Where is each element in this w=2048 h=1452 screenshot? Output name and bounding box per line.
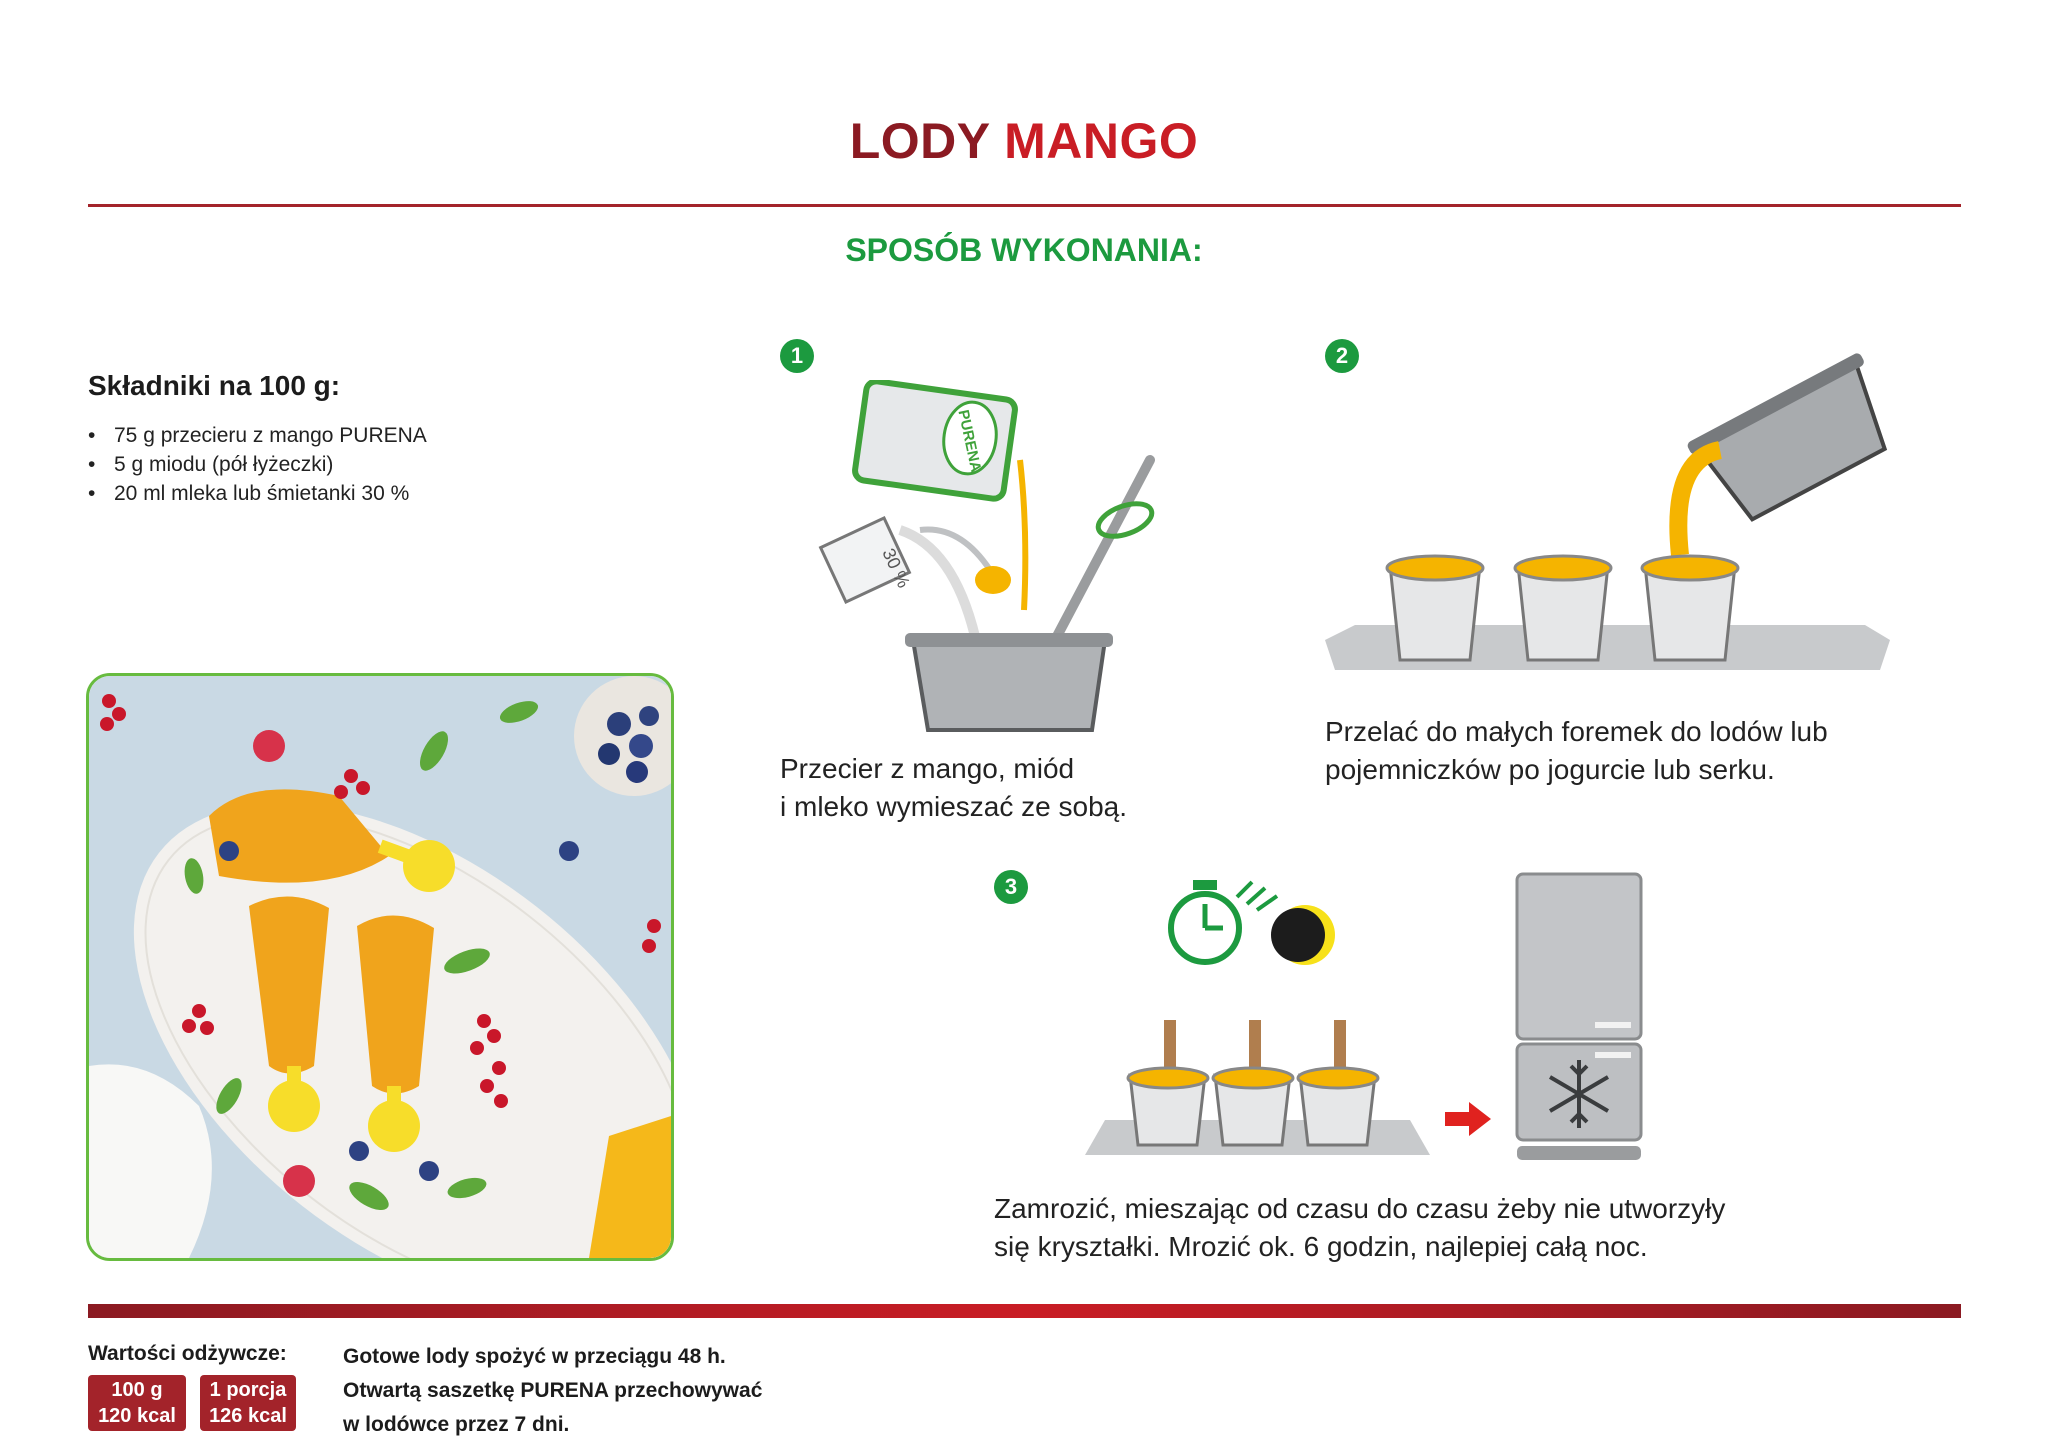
header-divider xyxy=(88,204,1961,207)
badge-bottom: 120 kcal xyxy=(98,1405,176,1427)
step-3-number: 3 xyxy=(994,870,1028,904)
photo-illustration xyxy=(89,676,671,1258)
arrow-right-icon xyxy=(1445,1102,1491,1136)
step-2-caption-line: pojemniczków po jogurcie lub serku. xyxy=(1325,754,1775,785)
badge-top: 100 g xyxy=(111,1379,163,1401)
nutrition-badge-100g: 100 g 120 kcal xyxy=(88,1375,186,1431)
step-1-mixing-illustration: PURENA 30 % xyxy=(818,380,1155,732)
stopwatch-icon xyxy=(1168,880,1242,965)
step-2-number: 2 xyxy=(1325,339,1359,373)
step-2-caption: Przelać do małych foremek do lodów lub p… xyxy=(1325,713,1828,789)
step-3-caption-line: Zamrozić, mieszając od czasu do czasu że… xyxy=(994,1193,1726,1224)
step-3-caption: Zamrozić, mieszając od czasu do czasu że… xyxy=(994,1190,1725,1266)
ingredients-list: 75 g przecieru z mango PURENA 5 g miodu … xyxy=(88,424,427,511)
ingredients-heading: Składniki na 100 g: xyxy=(88,370,341,401)
storage-note: Gotowe lody spożyć w przeciągu 48 h. Otw… xyxy=(343,1340,793,1442)
storage-line: Otwartą saszetkę PURENA przechowywać xyxy=(343,1379,763,1402)
step-1-caption-line: Przecier z mango, miód xyxy=(780,753,1075,784)
footer-divider xyxy=(88,1304,1961,1318)
snowflake-icon xyxy=(1548,1060,1610,1128)
step-1-caption-line: i mleko wymieszać ze sobą. xyxy=(780,791,1128,822)
nutrition-badge-portion: 1 porcja 126 kcal xyxy=(200,1375,296,1431)
ingredient-item: 20 ml mleka lub śmietanki 30 % xyxy=(88,482,427,511)
storage-line: Gotowe lody spożyć w przeciągu 48 h. xyxy=(343,1345,726,1368)
moon-night-icon xyxy=(1271,905,1335,965)
title-part-mango: MANGO xyxy=(1004,113,1199,169)
freezer-icon xyxy=(1515,872,1643,1160)
step-2-caption-line: Przelać do małych foremek do lodów lub xyxy=(1325,716,1828,747)
ingredient-item: 5 g miodu (pół łyżeczki) xyxy=(88,453,427,482)
step-1-number: 1 xyxy=(780,339,814,373)
badge-bottom: 126 kcal xyxy=(209,1405,287,1427)
title-part-lody: LODY xyxy=(849,113,990,169)
step-3-caption-line: się kryształki. Mrozić ok. 6 godzin, naj… xyxy=(994,1231,1648,1262)
nutrition-label: Wartości odżywcze: xyxy=(88,1342,287,1365)
page-title: LODY MANGO xyxy=(0,112,2048,170)
timer-motion-lines xyxy=(1235,880,1279,912)
step-2-pouring-illustration xyxy=(1325,353,1890,670)
badge-top: 1 porcja xyxy=(209,1379,287,1401)
storage-line: w lodówce przez 7 dni. xyxy=(343,1413,570,1436)
mango-popsicles-photo xyxy=(86,673,674,1261)
step-3-molds-illustration xyxy=(1085,1020,1430,1155)
step-1-caption: Przecier z mango, miód i mleko wymieszać… xyxy=(780,750,1127,826)
section-subtitle: SPOSÓB WYKONANIA: xyxy=(845,232,1203,268)
ingredient-item: 75 g przecieru z mango PURENA xyxy=(88,424,427,453)
